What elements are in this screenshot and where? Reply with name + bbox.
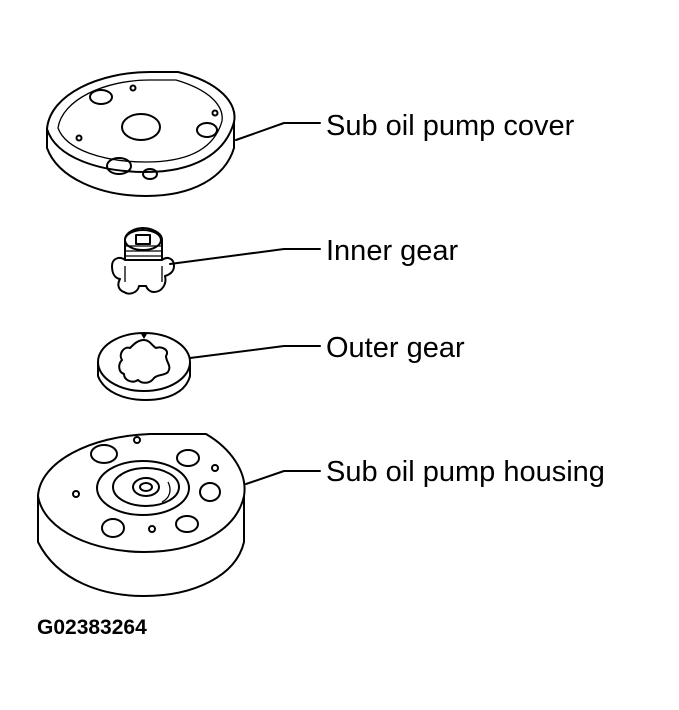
- label-sub-oil-pump-housing: Sub oil pump housing: [326, 456, 605, 488]
- label-inner-gear: Inner gear: [326, 235, 459, 267]
- outer-gear-drawing: [97, 332, 321, 401]
- figure-code: G02383264: [37, 616, 147, 639]
- inner-gear-drawing: [111, 227, 321, 295]
- label-outer-gear: Outer gear: [326, 332, 465, 364]
- sub-oil-pump-cover-drawing: [46, 71, 321, 197]
- sub-oil-pump-housing-drawing: [37, 433, 321, 597]
- label-sub-oil-pump-cover: Sub oil pump cover: [326, 110, 575, 142]
